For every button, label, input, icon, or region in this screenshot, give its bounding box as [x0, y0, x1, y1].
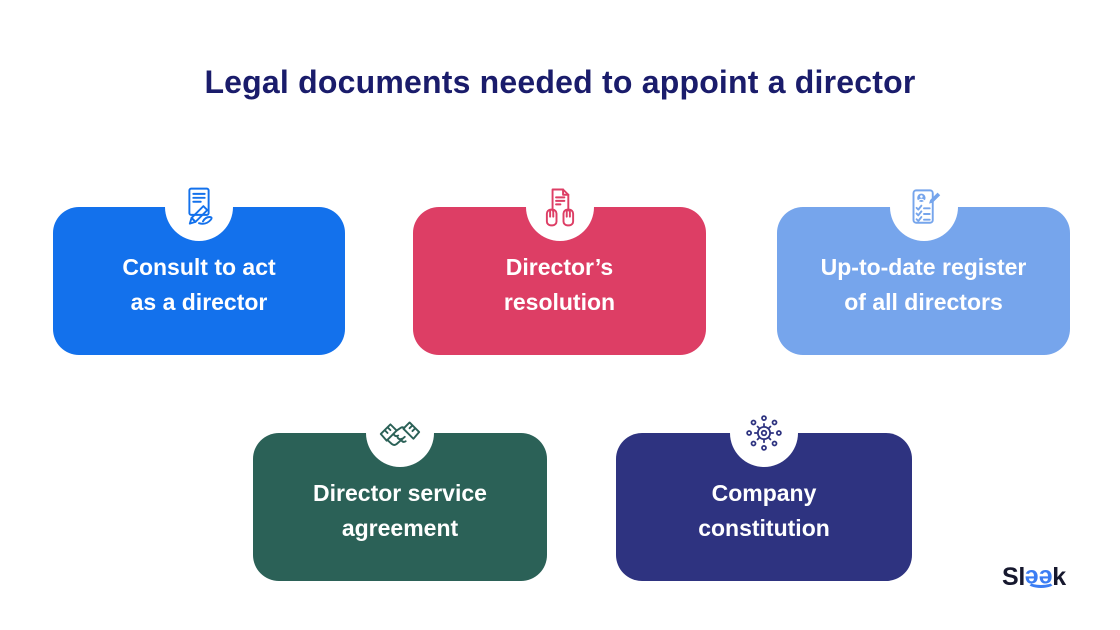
card-icon-circle — [525, 173, 594, 241]
card-director-service-agreement: Director service agreement — [253, 399, 547, 581]
document-in-hands-icon — [545, 188, 574, 227]
card-label: Company constitution — [698, 480, 830, 541]
card-company-constitution: Company constitution — [616, 399, 912, 581]
register-checklist-icon — [912, 189, 940, 224]
logo-text-suffix: k — [1052, 563, 1066, 591]
page-title: Legal documents needed to appoint a dire… — [204, 64, 916, 100]
logo-text-prefix: Sl — [1002, 563, 1026, 591]
card-label: Director service agreement — [313, 480, 487, 541]
card-consult-to-act: Consult to act as a director — [53, 173, 345, 355]
logo-smile-arc — [1027, 576, 1055, 588]
card-label: Consult to act as a director — [122, 254, 276, 315]
card-label: Up-to-date register of all directors — [820, 254, 1027, 315]
card-icon-circle — [165, 173, 233, 241]
signature-document-icon — [188, 187, 213, 225]
card-label: Director’s resolution — [503, 254, 616, 315]
gear-network-icon — [746, 415, 782, 451]
sleek-logo: Sleek — [1002, 563, 1066, 592]
card-icon-circle — [366, 399, 434, 467]
card-directors-resolution: Director’s resolution — [413, 173, 706, 355]
card-register-of-directors: Up-to-date register of all directors — [777, 173, 1070, 355]
card-icon-circle — [889, 173, 958, 241]
card-icon-circle — [730, 399, 798, 467]
handshake-icon — [379, 421, 421, 446]
